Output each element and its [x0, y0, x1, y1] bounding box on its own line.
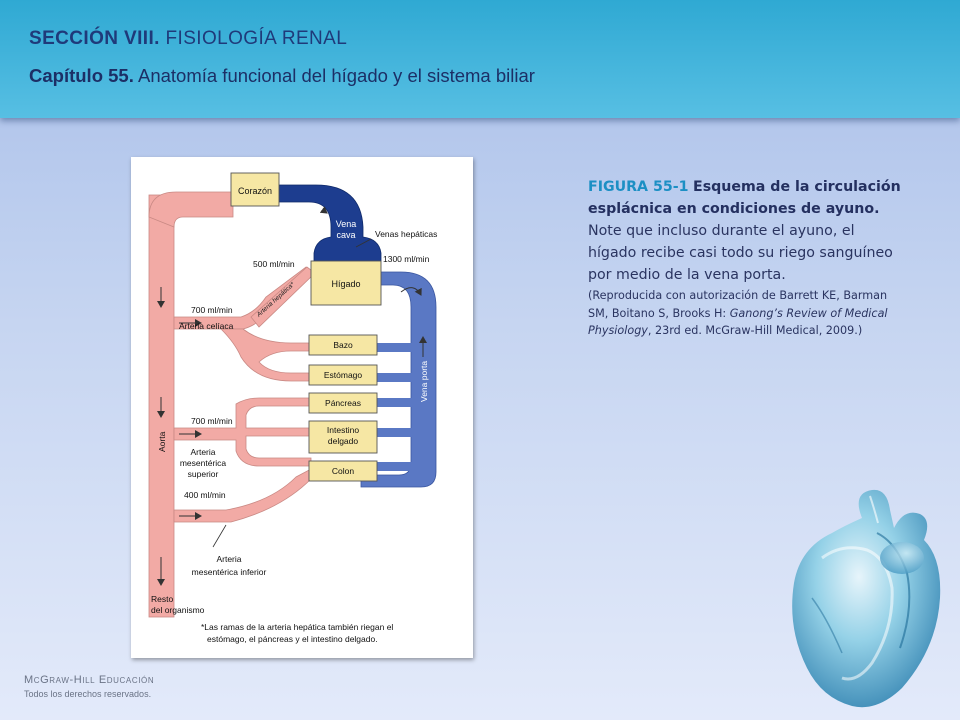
organ-box-pancreas [308, 392, 378, 414]
aorta-arch [148, 191, 234, 228]
organ-box-colon [308, 460, 378, 482]
organ-box-liver [310, 260, 382, 306]
label-higado: Hígado [331, 279, 360, 289]
label-arteria-celiaca: Arteria celíaca [179, 321, 234, 331]
section-title: SECCIÓN VIII. FISIOLOGÍA RENAL [29, 28, 347, 50]
label-mes-inf-2: mesentérica inferior [192, 567, 267, 577]
label-corazon: Corazón [238, 186, 272, 196]
figure-caption: FIGURA 55-1 Esquema de la circulación es… [588, 176, 903, 340]
diagram-svg: Corazón Vena cava Venas hepáticas 500 ml… [148, 172, 437, 644]
organ-box-stomach [308, 364, 378, 386]
portal-tributary-intestino [376, 428, 416, 437]
caption-ref-title: Ganong’s Review of Medical Physiology [588, 306, 888, 338]
portal-tributary-pancreas [376, 398, 416, 407]
portal-tributary-estomago [376, 373, 416, 382]
label-intestino-1: Intestino [327, 425, 359, 435]
label-mes-inf-1: Arteria [216, 554, 241, 564]
portal-tributary-bazo [376, 343, 416, 352]
label-mes-sup-2: mesentérica [180, 458, 227, 468]
label-resto-1: Resto [151, 594, 173, 604]
section-label: SECCIÓN VIII. [29, 28, 160, 49]
label-vena-porta: Vena porta [419, 361, 429, 402]
caption-main: FIGURA 55-1 Esquema de la circulación es… [588, 176, 903, 286]
flow-arrow-portal-top [400, 287, 422, 296]
chapter-label: Capítulo 55. [29, 65, 134, 86]
caption-reference: (Reproducida con autorización de Barrett… [588, 287, 903, 340]
section-name: FISIOLOGÍA RENAL [165, 28, 348, 49]
label-aorta: Aorta [157, 431, 167, 452]
label-vena-cava-2: cava [336, 230, 355, 240]
label-arteria-hepatica: Arteria hepática* [255, 281, 296, 319]
label-footnote-2: estómago, el páncreas y el intestino del… [207, 634, 378, 644]
chapter-title: Capítulo 55. Anatomía funcional del híga… [29, 65, 535, 87]
flow-arrow-cava [306, 206, 328, 214]
rights-text: Todos los derechos reservados. [24, 689, 152, 699]
label-colon: Colon [332, 466, 354, 476]
label-bazo: Bazo [333, 340, 353, 350]
circulation-diagram: Corazón Vena cava Venas hepáticas 500 ml… [131, 157, 473, 658]
label-intestino-2: delgado [328, 436, 359, 446]
caption-ref-pre: (Reproducida con autorización de Barrett… [588, 289, 888, 320]
organ-box-spleen [308, 334, 378, 356]
footer: McGraw-Hill Educación Todos los derechos… [24, 674, 154, 699]
portal-tributary-colon [376, 462, 416, 471]
chapter-name: Anatomía funcional del hígado y el siste… [137, 65, 535, 86]
leader-ima [212, 524, 227, 548]
publisher-name: McGraw-Hill Educación [24, 674, 155, 686]
vena-cava [278, 184, 382, 262]
organ-box-heart [230, 172, 280, 207]
label-mes-sup-1: Arteria [190, 447, 215, 457]
caption-ref-post: , 23rd ed. McGraw-Hill Medical, 2009.) [647, 324, 863, 337]
caption-body: Note que incluso durante el ayuno, el hí… [588, 223, 893, 283]
label-venas-hepaticas: Venas hepáticas [375, 229, 437, 239]
celiac-artery [173, 266, 314, 330]
caption-figure-label: FIGURA 55-1 [588, 179, 689, 195]
caption-title: Esquema de la circulación esplácnica en … [588, 179, 901, 217]
label-resto-2: del organismo [151, 605, 205, 615]
label-flow-1300: 1300 ml/min [383, 254, 430, 264]
label-flow-400: 400 ml/min [184, 490, 226, 500]
celiac-branches [220, 328, 312, 382]
heart-illustration-icon [792, 489, 941, 708]
label-flow-500: 500 ml/min [253, 259, 295, 269]
label-flow-700a: 700 ml/min [191, 305, 233, 315]
label-mes-sup-3: superior [188, 469, 219, 479]
label-flow-700b: 700 ml/min [191, 416, 233, 426]
label-estomago: Estómago [324, 370, 363, 380]
leader-venas [355, 238, 372, 248]
slide-header: SECCIÓN VIII. FISIOLOGÍA RENAL Capítulo … [0, 0, 960, 118]
label-vena-cava-1: Vena [336, 219, 357, 229]
organ-box-intestine [308, 420, 378, 454]
label-footnote-1: *Las ramas de la arteria hepática tambié… [201, 622, 393, 632]
label-pancreas: Páncreas [325, 398, 361, 408]
